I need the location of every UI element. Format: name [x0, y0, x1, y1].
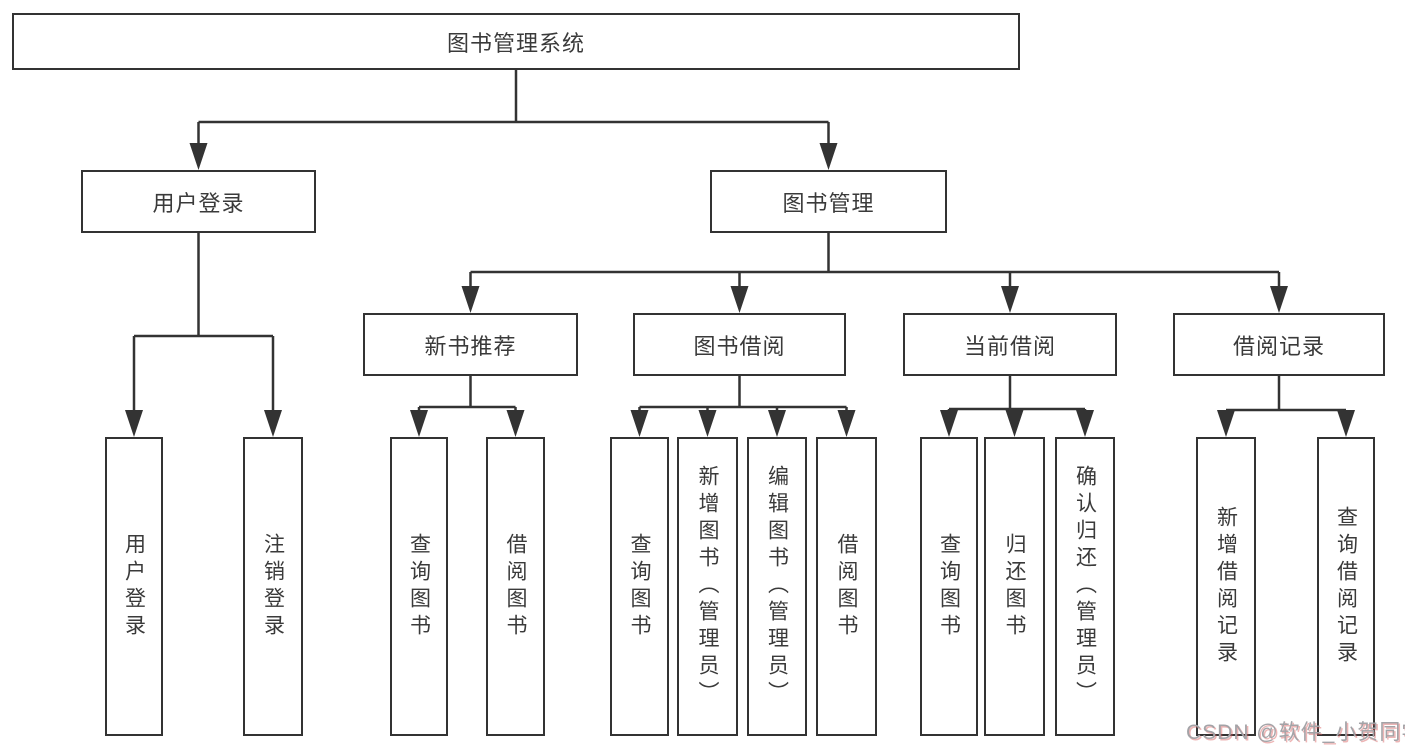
- leaf-user-login-label: 用户登录: [122, 532, 146, 641]
- leaf-user-login: 用户登录: [105, 437, 163, 736]
- node-new-book-recommendation: 新书推荐: [363, 313, 578, 376]
- leaf-query-books-newbook: 查询图书: [390, 437, 448, 736]
- leaf-confirm-return-admin: 确认归还（管理员）: [1055, 437, 1115, 736]
- leaf-return-books-label: 归还图书: [1003, 532, 1026, 641]
- leaf-add-books-admin-label: 新增图书（管理员）: [696, 465, 719, 708]
- leaf-borrow-books-newbook-label: 借阅图书: [504, 532, 527, 641]
- node-current-borrowing: 当前借阅: [903, 313, 1117, 376]
- node-new-book-recommendation-label: 新书推荐: [424, 333, 517, 359]
- leaf-add-borrow-record: 新增借阅记录: [1196, 437, 1256, 736]
- node-user-login-label: 用户登录: [152, 190, 245, 216]
- leaf-query-borrow-record-label: 查询借阅记录: [1334, 505, 1358, 668]
- leaf-query-books-borrowing: 查询图书: [610, 437, 669, 736]
- leaf-return-books: 归还图书: [984, 437, 1045, 736]
- leaf-edit-books-admin: 编辑图书（管理员）: [747, 437, 807, 736]
- node-book-borrowing-label: 图书借阅: [693, 333, 786, 359]
- node-borrowing-records: 借阅记录: [1173, 313, 1385, 376]
- leaf-query-books-borrowing-label: 查询图书: [628, 532, 651, 641]
- leaf-add-books-admin: 新增图书（管理员）: [677, 437, 738, 736]
- leaf-query-books-current-label: 查询图书: [937, 532, 961, 641]
- node-borrowing-records-label: 借阅记录: [1232, 333, 1325, 359]
- leaf-borrow-books-borrowing: 借阅图书: [816, 437, 877, 736]
- node-library-management-system: 图书管理系统: [12, 13, 1020, 70]
- leaf-query-borrow-record: 查询借阅记录: [1317, 437, 1375, 736]
- node-book-management-label: 图书管理: [782, 190, 875, 216]
- node-book-management: 图书管理: [710, 170, 947, 233]
- leaf-edit-books-admin-label: 编辑图书（管理员）: [765, 465, 789, 708]
- leaf-logout-label: 注销登录: [261, 532, 285, 641]
- node-library-management-system-label: 图书管理系统: [446, 30, 585, 56]
- leaf-query-books-newbook-label: 查询图书: [407, 532, 431, 641]
- node-current-borrowing-label: 当前借阅: [963, 333, 1056, 359]
- leaf-borrow-books-newbook: 借阅图书: [486, 437, 545, 736]
- leaf-query-books-current: 查询图书: [920, 437, 978, 736]
- leaf-logout: 注销登录: [243, 437, 303, 736]
- csdn-watermark: CSDN @软件_小贺同学: [1186, 721, 1405, 744]
- node-user-login: 用户登录: [81, 170, 316, 233]
- leaf-add-borrow-record-label: 新增借阅记录: [1214, 505, 1238, 668]
- leaf-confirm-return-admin-label: 确认归还（管理员）: [1073, 465, 1097, 708]
- leaf-borrow-books-borrowing-label: 借阅图书: [835, 532, 858, 641]
- node-book-borrowing: 图书借阅: [633, 313, 846, 376]
